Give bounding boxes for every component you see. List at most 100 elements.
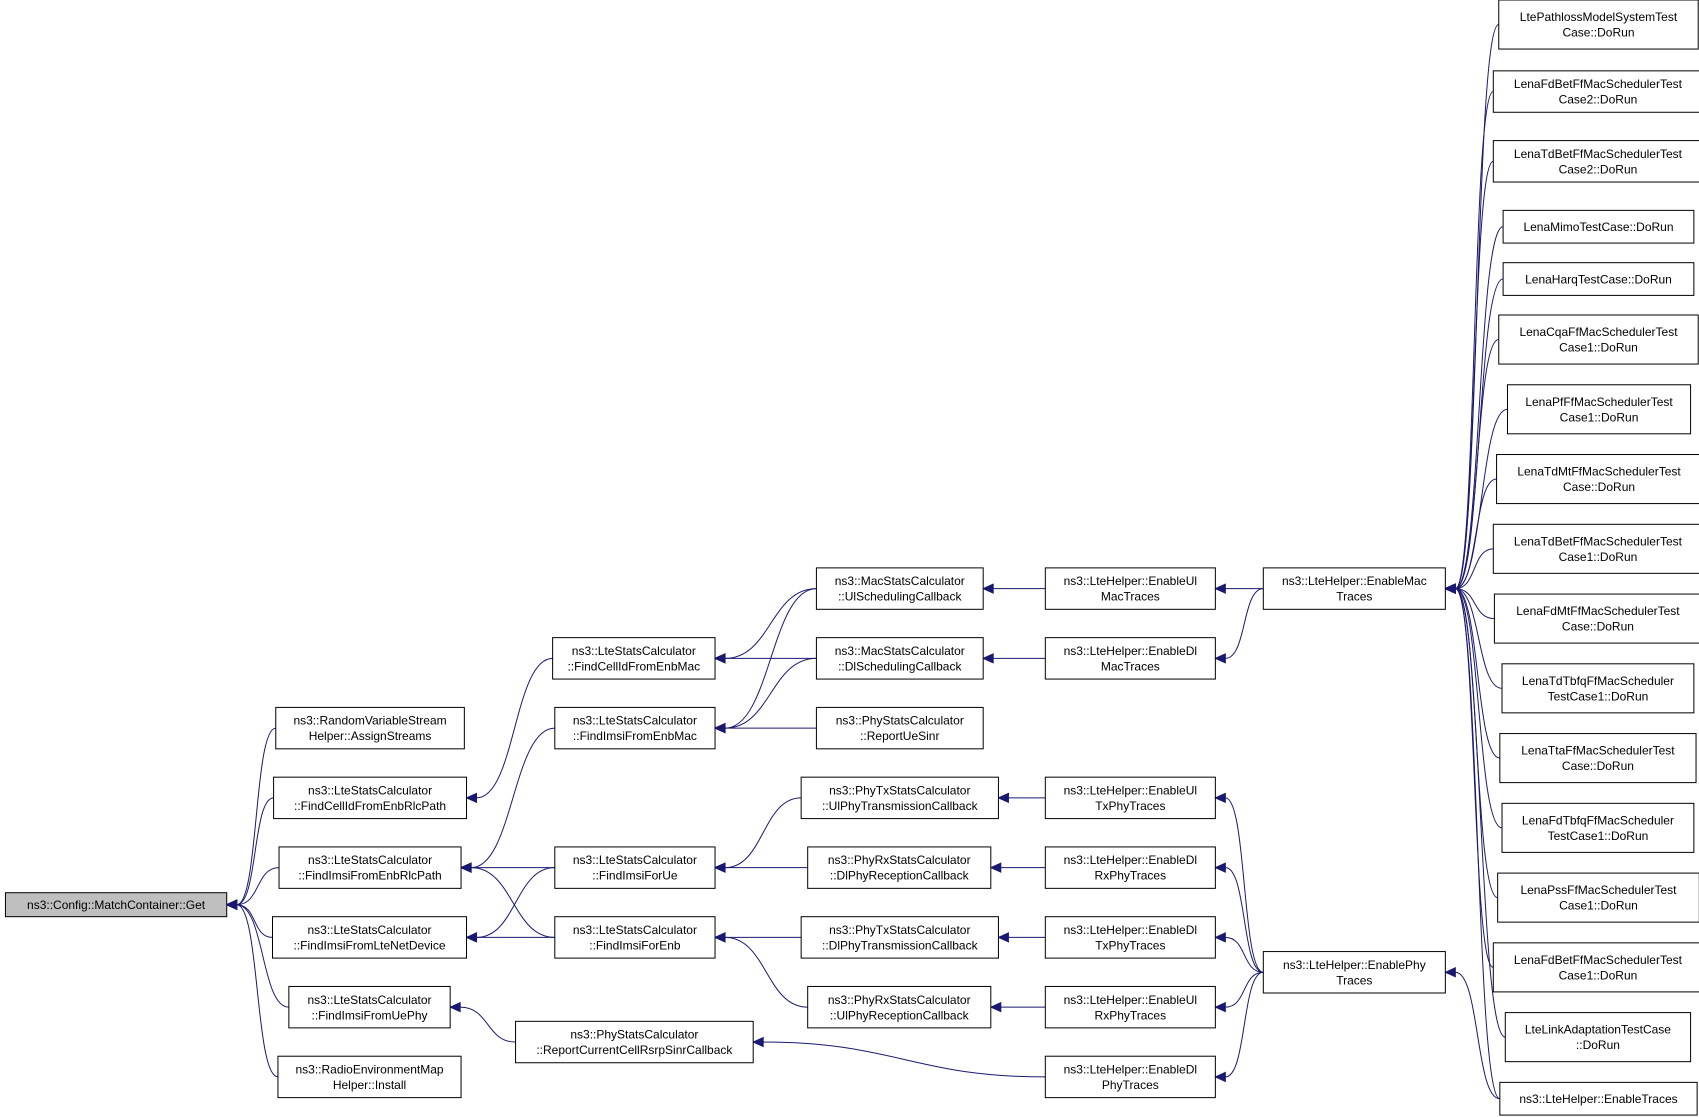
node-fimsienb[interactable]: ns3::LteStatsCalculator::FindImsiForEnb [554,916,716,959]
edge-line [1454,91,1494,590]
node-box [1492,70,1699,113]
node-dlsched[interactable]: ns3::MacStatsCalculator::DlSchedulingCal… [815,637,984,680]
node-t16[interactable]: LteLinkAdaptationTestCase::DoRun [1504,1012,1692,1063]
node-dltx[interactable]: ns3::PhyTxStatsCalculator::DlPhyTransmis… [800,916,999,959]
node-fimsiuephy[interactable]: ns3::LteStatsCalculator::FindImsiFromUeP… [288,985,451,1029]
node-box [800,776,999,820]
node-label-line: Traces [1336,973,1372,987]
edge-arrowhead [989,862,1002,873]
node-label-line: ns3::LteStatsCalculator [307,993,431,1007]
node-label-line: LenaHarqTestCase::DoRun [1525,272,1672,286]
node-label-line: Case1::DoRun [1559,899,1638,913]
node-ulsched[interactable]: ns3::MacStatsCalculator::UlSchedulingCal… [815,567,984,610]
node-box [1502,209,1695,244]
node-label-line: ns3::LteHelper::EnableDl [1064,1063,1197,1077]
node-fimsilte[interactable]: ns3::LteStatsCalculator::FindImsiFromLte… [272,916,468,959]
node-label-line: RxPhyTraces [1095,869,1167,883]
node-assign[interactable]: ns3::RandomVariableStreamHelper::AssignS… [275,706,465,750]
edge-arrowhead [713,932,726,943]
call-edge-enmac-to-enulmac [1214,583,1264,594]
node-entraces[interactable]: ns3::LteHelper::EnableTraces [1499,1081,1698,1116]
edge-line [725,657,817,729]
node-label-line: ::FindImsiForEnb [589,938,681,952]
node-fcellmac[interactable]: ns3::LteStatsCalculator::FindCellIdFromE… [552,637,716,680]
edge-arrowhead [713,653,726,664]
edge-line [1225,588,1264,659]
node-label-line: ns3::LteStatsCalculator [573,714,697,728]
node-dlrx[interactable]: ns3::PhyRxStatsCalculator::DlPhyReceptio… [807,846,992,889]
node-label-line: TxPhyTraces [1095,799,1165,813]
node-box [1044,916,1216,959]
edge-line [1455,971,1500,1100]
node-rues[interactable]: ns3::PhyStatsCalculator::ReportUeSinr [815,706,984,750]
node-ultx[interactable]: ns3::PhyTxStatsCalculator::UlPhyTransmis… [800,776,999,820]
node-box [1262,951,1446,994]
node-box [554,706,716,750]
edge-line [1455,226,1504,590]
node-rcrsrp[interactable]: ns3::PhyStatsCalculator::ReportCurrentCe… [515,1020,754,1064]
node-label-line: Case::DoRun [1562,620,1634,634]
node-box [1496,454,1699,505]
edge-arrowhead [1214,792,1226,804]
edge-arrowhead [713,722,726,734]
call-edge-enphy-to-enultx [1214,792,1264,973]
node-label-line: ns3::PhyStatsCalculator [570,1028,698,1042]
edge-line [725,936,808,1008]
node-label-line: ns3::LteHelper::EnableDl [1064,853,1197,867]
node-box [800,916,999,959]
node-label-line: ns3::LteHelper::EnableTraces [1519,1092,1677,1106]
call-edges [225,24,1508,1100]
call-edge-dlsched-to-fimsimac [713,657,817,734]
node-t4[interactable]: LenaMimoTestCase::DoRun [1502,209,1695,244]
call-edge-enulmac-to-ulsched [981,583,1046,594]
call-edge-endlrx-to-dlrx [989,862,1046,873]
node-box [815,567,984,610]
node-label-line: ns3::PhyTxStatsCalculator [829,923,970,937]
node-fimsirlc[interactable]: ns3::LteStatsCalculator::FindImsiFromEnb… [278,846,462,889]
node-box [273,776,468,820]
node-fcellrlc[interactable]: ns3::LteStatsCalculator::FindCellIdFromE… [273,776,468,820]
edge-arrowhead [459,862,472,873]
edge-arrowhead [1214,1071,1226,1083]
node-t5[interactable]: LenaHarqTestCase::DoRun [1502,262,1695,296]
node-label-line: Case2::DoRun [1559,93,1638,107]
edge-line [725,588,817,729]
node-ulrx[interactable]: ns3::PhyRxStatsCalculator::UlPhyReceptio… [807,985,992,1029]
node-label-line: Case::DoRun [1562,759,1634,773]
node-label-line: TestCase1::DoRun [1548,829,1649,843]
call-edge-t14-to-enmac [1444,583,1498,899]
edge-arrowhead [1444,583,1456,594]
node-fimsimac[interactable]: ns3::LteStatsCalculator::FindImsiFromEnb… [554,706,716,750]
node-label-line: Case2::DoRun [1559,162,1638,176]
node-label-line: Case1::DoRun [1560,410,1639,424]
node-fimsiue[interactable]: ns3::LteStatsCalculator::FindImsiForUe [554,846,716,889]
node-label-line: LenaCqaFfMacSchedulerTest [1519,325,1678,339]
node-get[interactable]: ns3::Config::MatchContainer::Get [4,892,228,918]
node-box [815,706,984,750]
node-box [807,846,992,889]
